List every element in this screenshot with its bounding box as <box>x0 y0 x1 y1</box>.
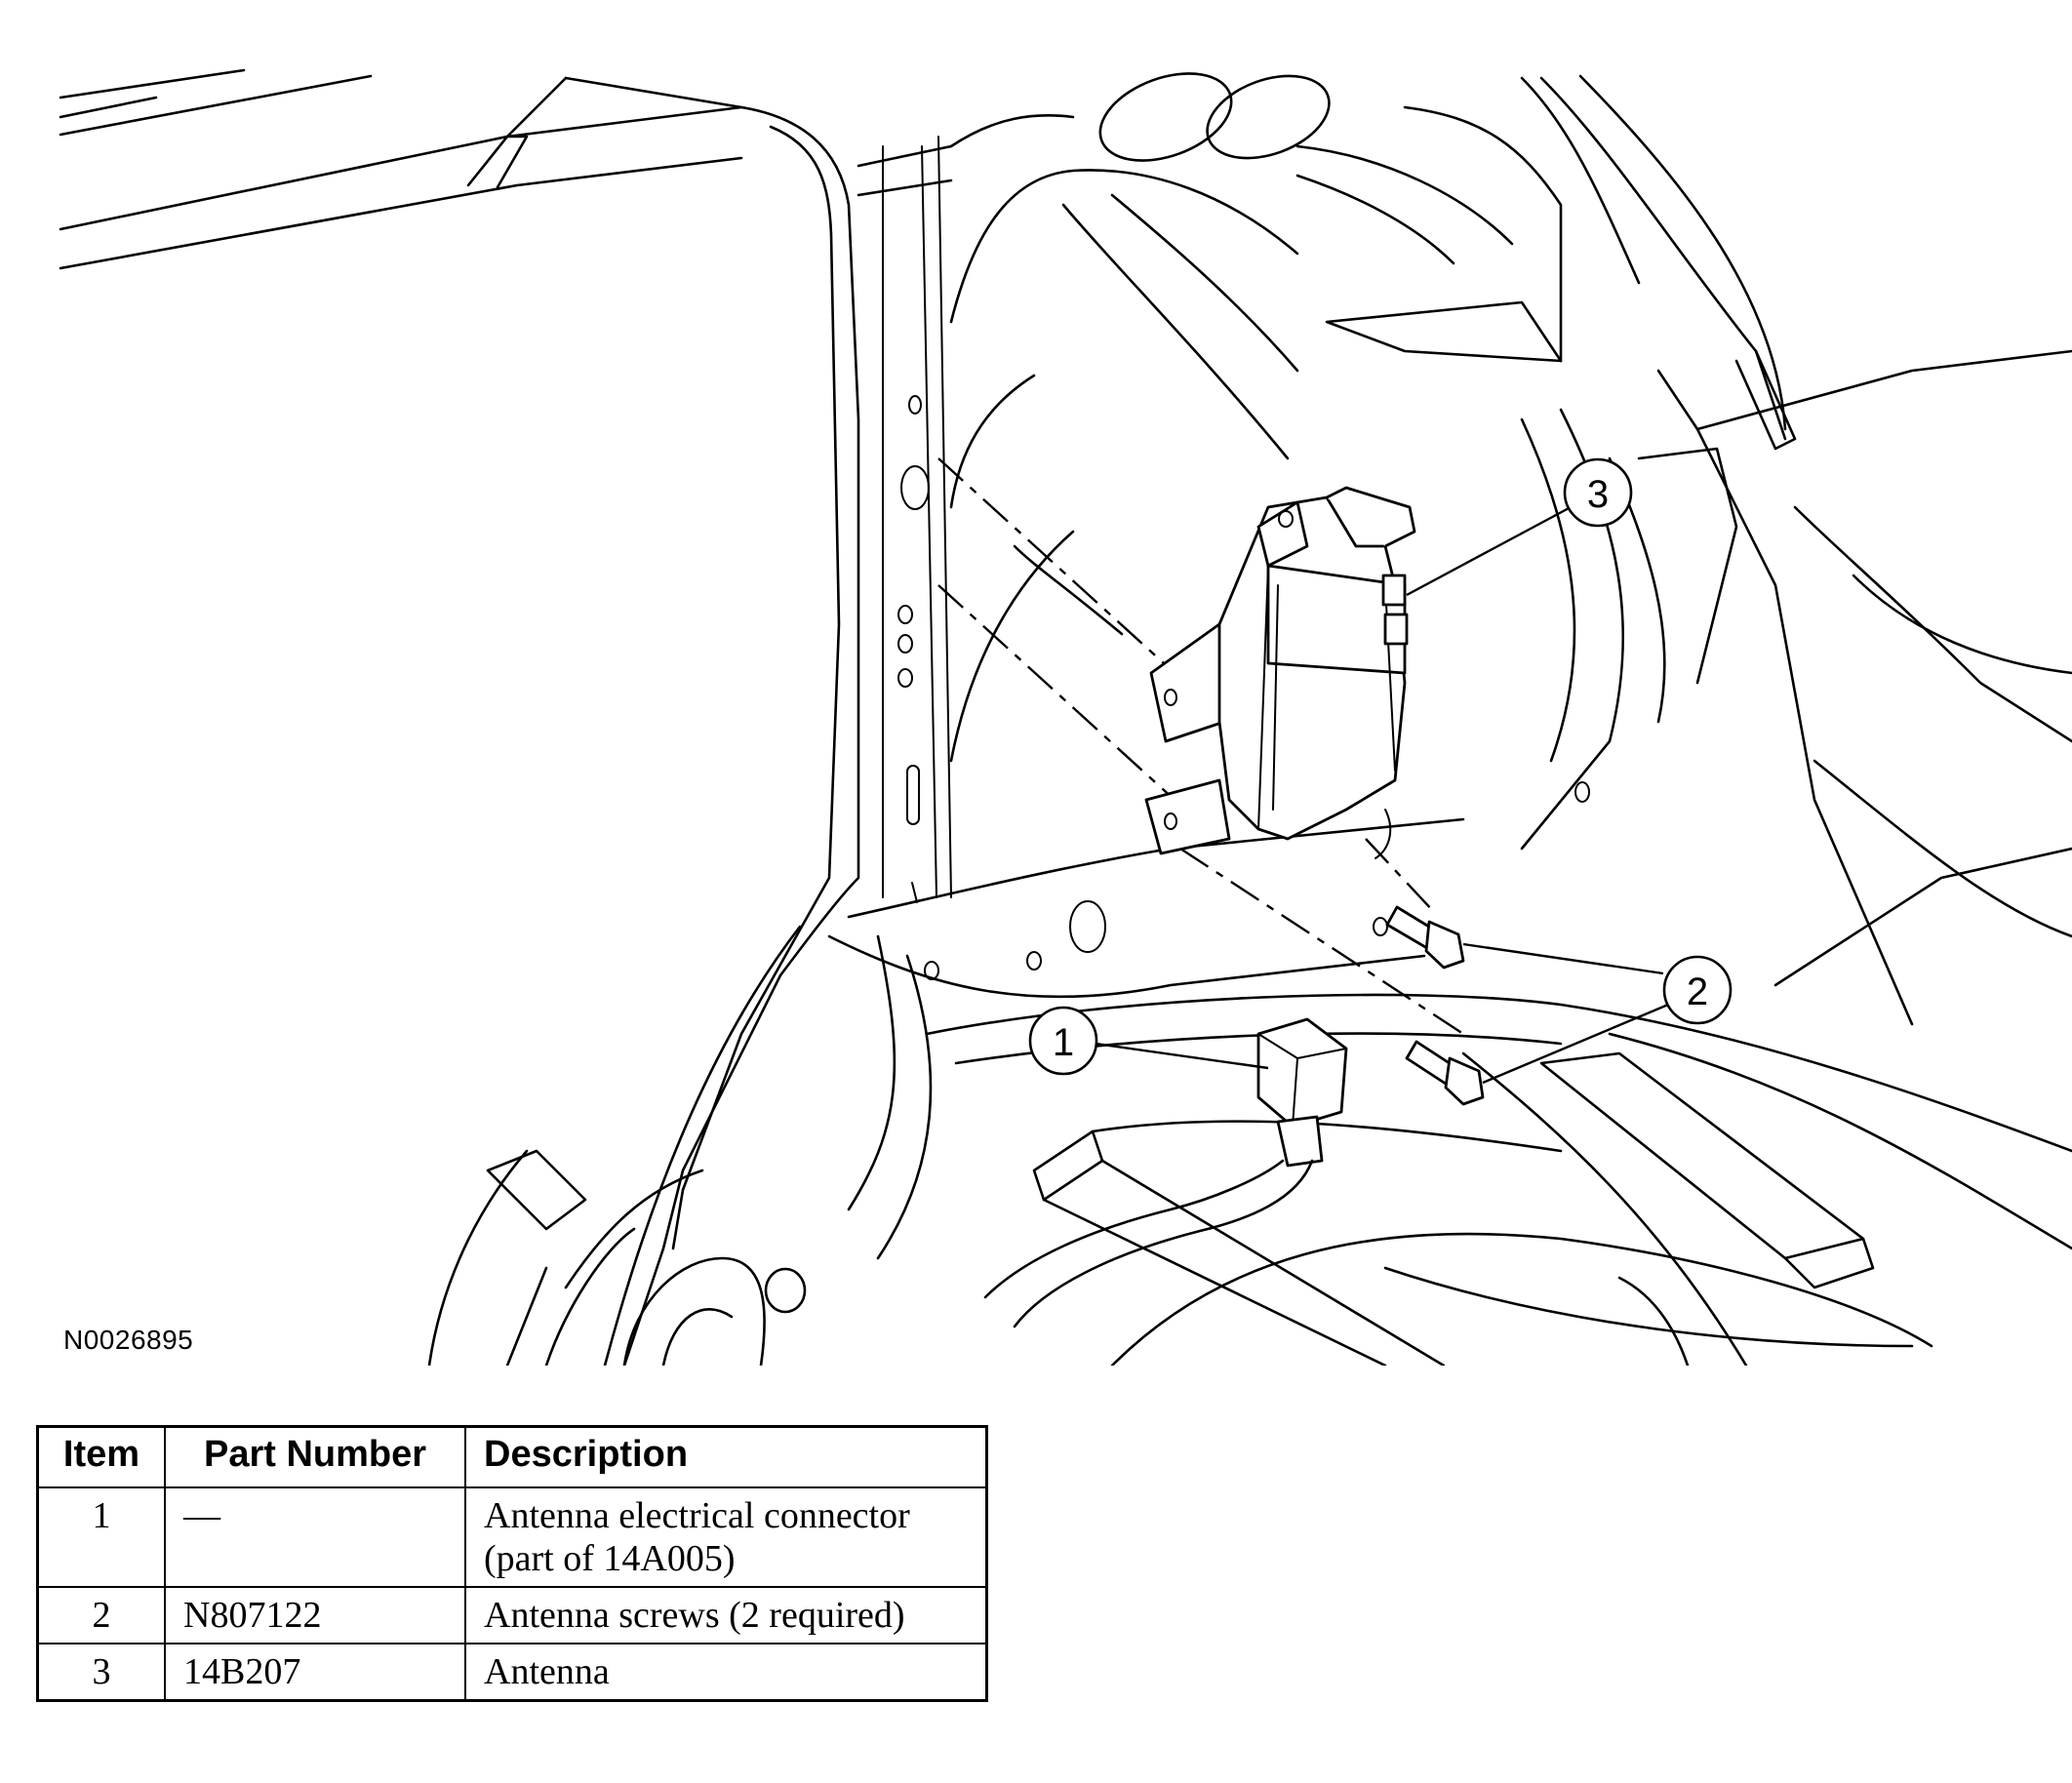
description-line: Antenna electrical connector <box>484 1495 910 1536</box>
callout-3-label: 3 <box>1587 473 1609 516</box>
item-number: 1 <box>36 1486 166 1588</box>
roof-rail-lines <box>59 68 743 270</box>
callout-2-label: 2 <box>1687 971 1708 1013</box>
callout-2: 2 <box>1462 942 1733 1085</box>
description-line: Antenna screws (2 required) <box>484 1595 905 1636</box>
antenna-electrical-connector <box>983 1017 1348 1328</box>
description-line: (part of 14A005) <box>484 1538 736 1579</box>
description: Antenna electrical connector (part of 14… <box>464 1486 988 1588</box>
description: Antenna screws (2 required) <box>464 1586 988 1644</box>
part-number: 14B207 <box>164 1643 466 1702</box>
header-part-number: Part Number <box>164 1425 466 1488</box>
item-number: 2 <box>36 1586 166 1644</box>
description: Antenna <box>464 1643 988 1702</box>
body-panel-contours <box>949 72 2072 1026</box>
table-header-row: Item Part Number Description <box>36 1425 988 1488</box>
antenna-screws <box>1385 905 1485 1106</box>
antenna-module <box>1144 486 1416 859</box>
part-number: N807122 <box>164 1586 466 1644</box>
figure-id-label: N0026895 <box>63 1325 194 1355</box>
item-number: 3 <box>36 1643 166 1702</box>
table-row: 1 — Antenna electrical connector (part o… <box>36 1486 988 1588</box>
part-number: — <box>164 1486 466 1588</box>
header-item: Item <box>36 1425 166 1488</box>
description-line: Antenna <box>484 1651 610 1692</box>
header-description: Description <box>464 1425 988 1488</box>
table-row: 3 14B207 Antenna <box>36 1643 988 1702</box>
floor-and-wheelhouse <box>427 817 2072 1366</box>
quarter-window-frame <box>603 105 953 1366</box>
exploded-view-drawing: 1 2 3 <box>59 68 2072 1366</box>
callout-3: 3 <box>1406 457 1633 597</box>
table-row: 2 N807122 Antenna screws (2 required) <box>36 1586 988 1644</box>
assembly-centerlines <box>937 457 1464 1036</box>
callout-1: 1 <box>1028 1006 1269 1076</box>
parts-table: Item Part Number Description 1 — Antenna… <box>36 1425 988 1702</box>
callout-1-label: 1 <box>1053 1021 1074 1064</box>
